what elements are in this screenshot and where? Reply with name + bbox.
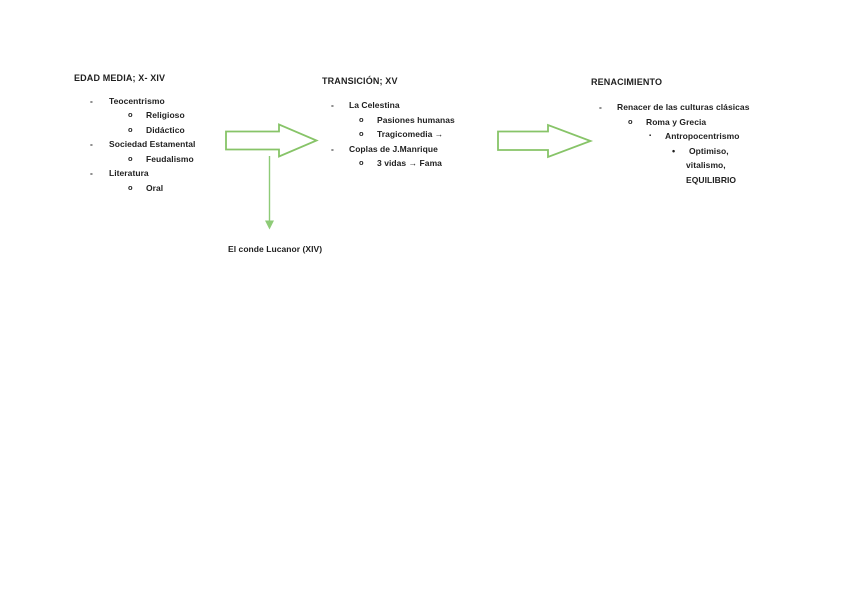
circle-bullet: o	[628, 116, 633, 126]
dash-bullet: -	[90, 95, 93, 106]
circle-bullet: o	[128, 124, 133, 134]
circle-bullet: o	[128, 153, 133, 163]
circle-bullet: o	[359, 129, 364, 138]
list-item-text: Didáctico	[146, 124, 185, 135]
circle-bullet: o	[128, 110, 133, 119]
list-item-text: Tragicomedia →	[377, 129, 444, 139]
list-item-text: Coplas de J.Manrique	[349, 143, 438, 154]
down-arrow-head	[265, 220, 274, 230]
square-bullet: ▪	[649, 133, 652, 139]
list-item-text: Pasiones humanas	[377, 114, 455, 125]
dash-bullet: -	[599, 102, 602, 112]
column-heading: RENACIMIENTO	[591, 76, 663, 87]
list-item-text: La Celestina	[349, 100, 400, 110]
dot-bullet: •	[672, 145, 676, 156]
conde-lucanor-label: El conde Lucanor (XIV)	[228, 244, 323, 254]
right-block-arrow-2	[497, 123, 594, 159]
list-item-text: Antropocentrismo	[665, 131, 740, 141]
list-item-text: Religioso	[146, 110, 185, 120]
list-item-text: Roma y Grecia	[646, 116, 707, 127]
list-item-text: Literatura	[109, 168, 149, 178]
circle-bullet: o	[128, 182, 133, 192]
list-item-text: Renacer de las culturas clásicas	[617, 102, 750, 112]
dash-bullet: -	[331, 143, 334, 154]
column-heading: EDAD MEDIA; X- XIV	[74, 73, 166, 83]
circle-bullet: o	[359, 158, 364, 167]
dash-bullet: -	[90, 168, 93, 178]
list-item-text: 3 vidas → Fama	[377, 158, 442, 168]
list-item-text: Teocentrismo	[109, 95, 165, 106]
dash-bullet: -	[90, 139, 93, 149]
list-item-text: Feudalismo	[146, 153, 194, 164]
dash-bullet: -	[331, 100, 334, 110]
circle-bullet: o	[359, 114, 364, 124]
list-item-text: EQUILIBRIO	[686, 174, 737, 185]
list-item-text: Oral	[146, 182, 164, 193]
list-item-text: Optimiso,	[689, 145, 729, 156]
right-block-arrow-1	[225, 123, 319, 158]
column-heading: TRANSICIÓN; XV	[322, 76, 398, 86]
list-item-text: vitalismo,	[686, 160, 726, 170]
list-item-text: Sociedad Estamental	[109, 139, 196, 149]
